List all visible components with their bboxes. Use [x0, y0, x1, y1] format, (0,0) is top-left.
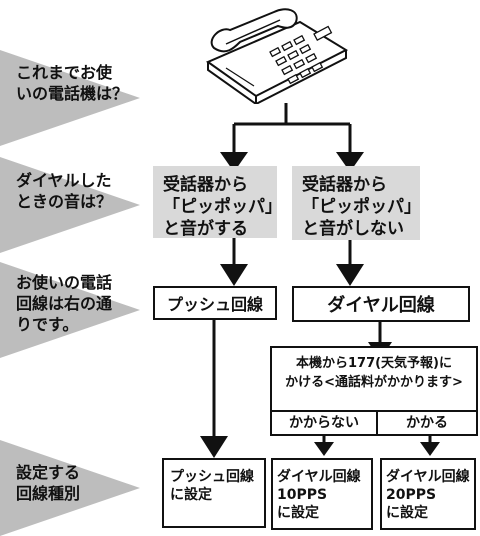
result-push-box: プッシュ回線 に設定 — [162, 458, 266, 528]
answer-divider-h — [272, 410, 476, 412]
dial-line-box: ダイヤル回線 — [292, 286, 470, 322]
result-10pps-box: ダイヤル回線 10PPS に設定 — [271, 458, 373, 530]
test-call-box: 本機から177(天気予報)に かける<通話料がかかります> かからない かかる — [270, 346, 478, 436]
step-label-line-type: お使いの電話 回線は右の通 りです。 — [16, 273, 113, 334]
answer-call-connects: かかる — [406, 415, 448, 431]
answer-divider-v — [376, 410, 378, 434]
telephone-icon — [205, 8, 349, 104]
step-label-dial-sound: ダイヤルした ときの音は？ — [16, 171, 113, 211]
step-label-phone: これまでお使 いの電話機は？ — [16, 63, 129, 103]
sound-dial-box: 受話器から 「ピッポッパ」 と音がしない — [292, 166, 421, 240]
result-20pps-box: ダイヤル回線 20PPS に設定 — [380, 458, 476, 530]
test-call-question: 本機から177(天気予報)に かける<通話料がかかります> — [285, 356, 463, 390]
answer-no-call: かからない — [289, 415, 359, 431]
sound-push-box: 受話器から 「ピッポッパ」 と音がする — [153, 166, 282, 239]
step-label-setting: 設定する 回線種別 — [16, 463, 81, 503]
push-line-box: プッシュ回線 — [153, 286, 277, 320]
